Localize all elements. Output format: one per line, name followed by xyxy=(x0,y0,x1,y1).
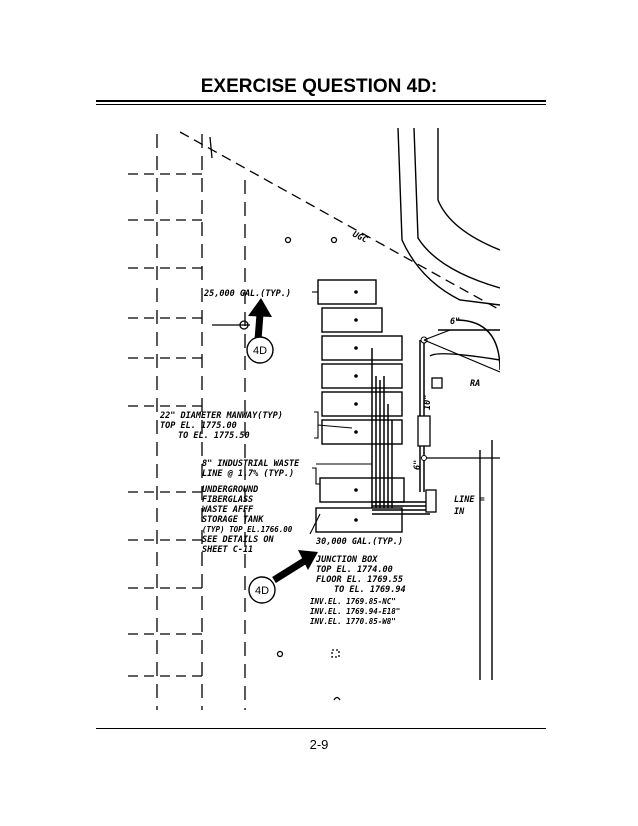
callout-arrow-upper xyxy=(248,298,272,341)
callout-4d-upper-label: 4D xyxy=(253,345,267,357)
svg-text:STORAGE TANK: STORAGE TANK xyxy=(202,515,264,525)
svg-text:FIBERGLASS: FIBERGLASS xyxy=(202,495,253,505)
storage-tank-label: UNDERGROUND FIBERGLASS WASTE AFFF STORAG… xyxy=(202,485,293,555)
grid-ticks xyxy=(128,173,202,677)
svg-text:UNDERGROUND: UNDERGROUND xyxy=(202,485,258,495)
page-title: EXERCISE QUESTION 4D: xyxy=(200,76,438,97)
svg-text:SHEET C-11: SHEET C-11 xyxy=(202,545,253,555)
svg-text:TOP EL. 1774.00: TOP EL. 1774.00 xyxy=(316,565,393,575)
valve-box xyxy=(417,415,431,447)
page-number: 2-9 xyxy=(309,737,329,752)
svg-text:WASTE AFFF: WASTE AFFF xyxy=(202,505,254,515)
callout-4d-lower-label: 4D xyxy=(255,585,269,597)
grid-lines xyxy=(156,134,246,710)
callout-arrow-lower xyxy=(272,550,318,583)
svg-text:INV.EL. 1769.85-NC": INV.EL. 1769.85-NC" xyxy=(310,597,396,606)
tank2-capacity-label: 30,000 GAL.(TYP.) xyxy=(315,537,403,547)
svg-text:TO EL. 1769.94: TO EL. 1769.94 xyxy=(334,585,406,595)
svg-text:(TYP) TOP EL.1766.00: (TYP) TOP EL.1766.00 xyxy=(202,525,293,534)
leader-lines xyxy=(309,291,372,535)
ugc-label: UGC xyxy=(351,230,370,246)
diagonal-dashed-line xyxy=(179,131,500,311)
svg-text:TOP EL. 1775.00: TOP EL. 1775.00 xyxy=(160,421,237,431)
junction-box xyxy=(425,489,437,513)
svg-text:INV.EL. 1770.85-W8": INV.EL. 1770.85-W8" xyxy=(310,617,396,626)
site-plan-drawing: UGC xyxy=(128,127,500,710)
title-rule-thin xyxy=(96,104,546,105)
svg-text:FLOOR EL. 1769.55: FLOOR EL. 1769.55 xyxy=(316,575,403,585)
footer-rule xyxy=(96,728,546,729)
callout-4d-upper[interactable]: 4D xyxy=(246,336,274,364)
storage-tanks xyxy=(315,279,405,533)
pipe-6-label: 6" xyxy=(450,317,460,327)
svg-text:8" INDUSTRIAL WASTE: 8" INDUSTRIAL WASTE xyxy=(202,459,300,469)
pipe-10-label: 10" xyxy=(423,395,433,410)
tank-capacity-label: 25,000 GAL.(TYP.) xyxy=(203,289,291,299)
building-outline xyxy=(397,127,500,680)
small-box xyxy=(431,377,443,389)
manway-label: 22" DIAMETER MANWAY(TYP) TOP EL. 1775.00… xyxy=(159,411,283,441)
junction-box-label: JUNCTION BOX TOP EL. 1774.00 FLOOR EL. 1… xyxy=(310,555,406,626)
site-symbols xyxy=(209,136,341,701)
svg-text:TO EL. 1775.50: TO EL. 1775.50 xyxy=(178,431,250,441)
ra-label: RA xyxy=(470,379,480,389)
svg-text:INV.EL. 1769.94-E18": INV.EL. 1769.94-E18" xyxy=(310,607,400,616)
svg-text:JUNCTION BOX: JUNCTION BOX xyxy=(315,555,378,565)
svg-text:22" DIAMETER MANWAY(TYP): 22" DIAMETER MANWAY(TYP) xyxy=(159,411,283,421)
callout-4d-lower[interactable]: 4D xyxy=(248,576,276,604)
waste-line-label: 8" INDUSTRIAL WASTE LINE @ 1.7% (TYP.) xyxy=(202,459,300,479)
pipe-6b-label: 6" xyxy=(413,460,423,470)
line-label: LINE = xyxy=(454,495,485,505)
tank-manways xyxy=(354,290,358,522)
in-label: IN xyxy=(454,507,465,517)
svg-text:LINE @ 1.7% (TYP.): LINE @ 1.7% (TYP.) xyxy=(202,469,294,479)
title-rule xyxy=(96,100,546,102)
svg-text:SEE DETAILS ON: SEE DETAILS ON xyxy=(202,535,275,545)
